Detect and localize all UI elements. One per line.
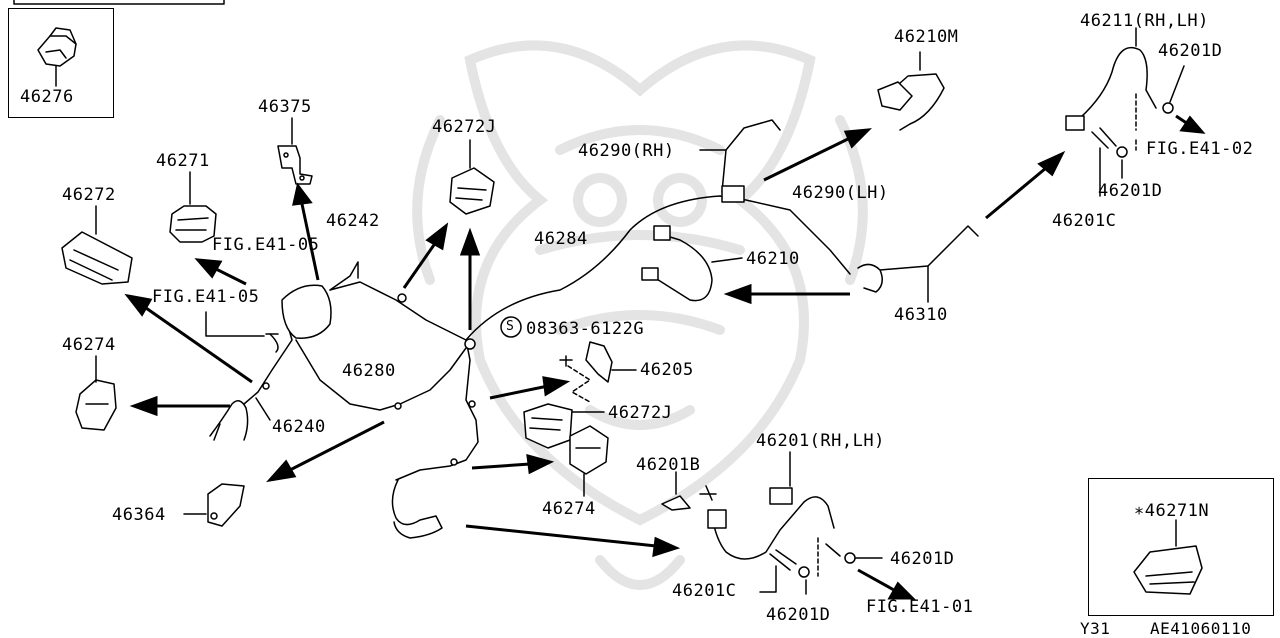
part-46201d-mid-right-label: 46201D — [1098, 181, 1163, 201]
bracket-icon — [585, 341, 613, 383]
part-46272j-top-label: 46272J — [432, 117, 497, 137]
inset-box-46271n — [1088, 478, 1274, 616]
model-code-label: Y31 — [1080, 619, 1111, 638]
circled-s-symbol: S — [506, 319, 515, 334]
clip-icon — [61, 231, 133, 285]
part-46201c-top-right-label: 46201C — [1052, 211, 1117, 231]
fig-e41-01-label: FIG.E41-01 — [866, 597, 974, 617]
part-46242-label: 46242 — [326, 211, 380, 231]
part-46310-label: 46310 — [894, 305, 948, 325]
arrow-icon — [124, 114, 1206, 600]
fig-e41-02-label: FIG.E41-02 — [1146, 139, 1254, 159]
part-46201-bottom-label: 46201(RH,LH) — [756, 431, 885, 451]
part-46240-label: 46240 — [272, 417, 326, 437]
part-46290-rh-label: 46290(RH) — [578, 141, 675, 161]
clip-icon — [75, 379, 117, 431]
fig-e41-05-label-a: FIG.E41-05 — [212, 235, 320, 255]
watermark-emblem — [412, 40, 868, 590]
part-46290-lh-label: 46290(LH) — [792, 183, 889, 203]
bolt-code-label: 08363-6122G — [526, 319, 645, 339]
hose-icon — [889, 73, 945, 131]
part-46274-left-label: 46274 — [62, 335, 116, 355]
hose-icon — [1079, 46, 1157, 119]
frame-top-mark — [13, 0, 225, 5]
bracket-icon — [277, 145, 313, 185]
hose-icon — [209, 400, 249, 441]
part-46276-label: 46276 — [20, 87, 74, 107]
part-46272j-mid-label: 46272J — [608, 403, 673, 423]
part-46375-label: 46375 — [258, 97, 312, 117]
bracket-icon — [207, 483, 245, 527]
clip-icon — [569, 425, 609, 475]
valve-icon — [281, 284, 332, 339]
part-46284-label: 46284 — [534, 229, 588, 249]
part-46201c-bottom-label: 46201C — [672, 581, 737, 601]
reference-code-label: AE41060110 — [1150, 619, 1252, 638]
clip-icon — [37, 27, 77, 67]
part-46210m-label: 46210M — [894, 27, 959, 47]
part-46211-label: 46211(RH,LH) — [1080, 11, 1209, 31]
part-46271n-label: ∗46271N — [1134, 501, 1210, 521]
part-46364-label: 46364 — [112, 505, 166, 525]
inset-box-46276 — [8, 8, 114, 118]
part-46271-label: 46271 — [156, 151, 210, 171]
part-46210-label: 46210 — [746, 249, 800, 269]
part-46272-label: 46272 — [62, 185, 116, 205]
part-46201b-label: 46201B — [636, 455, 701, 475]
part-46201d-top-right-label: 46201D — [1158, 41, 1223, 61]
hose-icon — [711, 496, 835, 560]
hose-icon — [651, 233, 713, 302]
part-46274-mid-label: 46274 — [542, 499, 596, 519]
part-46205-label: 46205 — [640, 360, 694, 380]
clip-icon — [661, 495, 691, 511]
clip-icon — [169, 205, 217, 243]
part-46280-label: 46280 — [342, 361, 396, 381]
clip-icon — [1133, 545, 1203, 595]
hose-icon — [721, 119, 781, 193]
clip-icon — [449, 167, 495, 215]
fig-e41-05-label-b: FIG.E41-05 — [152, 287, 260, 307]
part-46201d-bottom-right-label: 46201D — [890, 549, 955, 569]
part-46201d-bottom-label: 46201D — [766, 605, 831, 625]
hose-icon — [857, 225, 979, 293]
